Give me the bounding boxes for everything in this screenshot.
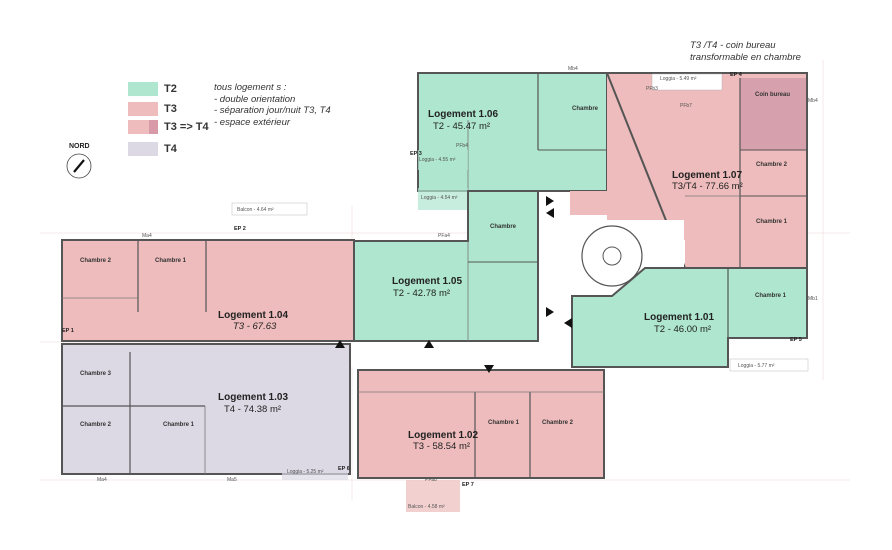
unit-subtitle: T4 - 74.38 m² <box>224 404 281 415</box>
mark-label: Ma4 <box>97 477 107 483</box>
legend-swatch-t3-t4 <box>128 120 158 134</box>
top-note: T3 /T4 - coin bureau transformable en ch… <box>690 40 801 63</box>
ep-label: EP 7 <box>462 482 474 488</box>
room-label: Chambre 2 <box>80 258 112 264</box>
exterior-label: Balcon - 4.58 m² <box>408 504 445 510</box>
mark-label: PFb3 <box>646 86 658 92</box>
legend-label: T3 => T4 <box>164 121 209 133</box>
unit-title: Logement 1.05 <box>392 276 462 287</box>
legend-item-t3-t4: T3 => T4 <box>128 120 328 135</box>
north-arrow-icon <box>66 153 92 179</box>
unit-subtitle: T2 - 45.47 m² <box>433 121 490 132</box>
mark-label: Mb4 <box>568 66 578 72</box>
room-label: Chambre 1 <box>163 422 195 428</box>
mark-label: Mb1 <box>808 296 818 302</box>
room-label: Chambre 1 <box>155 258 187 264</box>
exterior-label: Loggia - 5.25 m² <box>287 469 324 475</box>
unit-subtitle: T3 - 67.63 <box>233 321 277 332</box>
mark-label: PFb7 <box>680 103 692 109</box>
ep-label: EP 2 <box>234 226 246 232</box>
mark-label: Mb4 <box>808 98 818 104</box>
unit-title: Logement 1.06 <box>428 109 498 120</box>
unit-subtitle: T2 - 46.00 m² <box>654 324 711 335</box>
mark-label: PFa4 <box>438 233 450 239</box>
mark-label: PFa8 <box>425 477 437 483</box>
legend-swatch-t3 <box>128 102 158 116</box>
unit-title: Logement 1.02 <box>408 430 478 441</box>
exterior-label: Loggia - 5.49 m² <box>660 76 697 82</box>
legend-notes: tous logement s : - double orientation -… <box>214 82 331 128</box>
room-label: Chambre <box>490 224 517 230</box>
unit-1-04: Chambre 2 Chambre 1 Logement 1.04 T3 - 6… <box>61 239 355 342</box>
room-label: Chambre 2 <box>80 422 112 428</box>
exterior-label: Loggia - 4.54 m² <box>421 195 458 201</box>
exterior-label: Loggia - 4.55 m² <box>419 157 456 163</box>
exterior-label: Balcon - 4.64 m² <box>237 207 274 213</box>
entry-arrows <box>335 196 572 373</box>
unit-subtitle: T2 - 42.78 m² <box>393 288 450 299</box>
legend-item-t3: T3 <box>128 102 328 117</box>
unit-1-01: Chambre 1 Logement 1.01 T2 - 46.00 m² <box>571 267 808 368</box>
unit-title: Logement 1.01 <box>644 312 714 323</box>
legend-item-t2: T2 <box>128 82 328 97</box>
mark-label: Ma4 <box>142 233 152 239</box>
unit-1-03: Chambre 3 Chambre 2 Chambre 1 Logement 1… <box>61 343 351 475</box>
legend-label: T4 <box>164 143 177 155</box>
unit-subtitle: T3 - 58.54 m² <box>413 441 470 452</box>
room-label: Chambre <box>572 106 599 112</box>
unit-1-06: Chambre Logement 1.06 T2 - 45.47 m² <box>417 72 608 192</box>
ep-label: EP 6 <box>338 466 350 472</box>
unit-1-05: Chambre Logement 1.05 T2 - 42.78 m² <box>353 190 539 342</box>
ep-label: EP 1 <box>62 328 74 334</box>
room-label: Chambre 3 <box>80 371 112 377</box>
room-label: Chambre 1 <box>756 219 788 225</box>
mark-label: PFb4 <box>456 143 468 149</box>
ep-label: EP 5 <box>790 337 802 343</box>
legend-label: T2 <box>164 83 177 95</box>
unit-subtitle: T3/T4 - 77.66 m² <box>672 181 743 192</box>
legend-swatch-t2 <box>128 82 158 96</box>
legend-item-t4: T4 <box>128 142 328 157</box>
unit-title: Logement 1.04 <box>218 310 288 321</box>
unit-title: Logement 1.07 <box>672 170 742 181</box>
ep-label: EP 4 <box>730 72 743 78</box>
room-label: Coin bureau <box>755 92 790 98</box>
ep-label: EP 3 <box>410 151 422 157</box>
unit-1-07: Coin bureau Chambre 2 Chambre 1 Logement… <box>570 72 808 269</box>
legend-swatch-t4 <box>128 142 158 156</box>
room-label: Chambre 1 <box>755 293 787 299</box>
unit-1-02: Chambre 1 Chambre 2 Logement 1.02 T3 - 5… <box>357 369 605 479</box>
unit-title: Logement 1.03 <box>218 392 288 403</box>
exterior-label: Loggia - 5.77 m² <box>738 363 775 369</box>
mark-label: Ma5 <box>227 477 237 483</box>
room-label: Chambre 2 <box>542 420 574 426</box>
room-label: Chambre 2 <box>756 162 788 168</box>
north-label: NORD <box>69 143 90 150</box>
legend-label: T3 <box>164 103 177 115</box>
room-label: Chambre 1 <box>488 420 520 426</box>
